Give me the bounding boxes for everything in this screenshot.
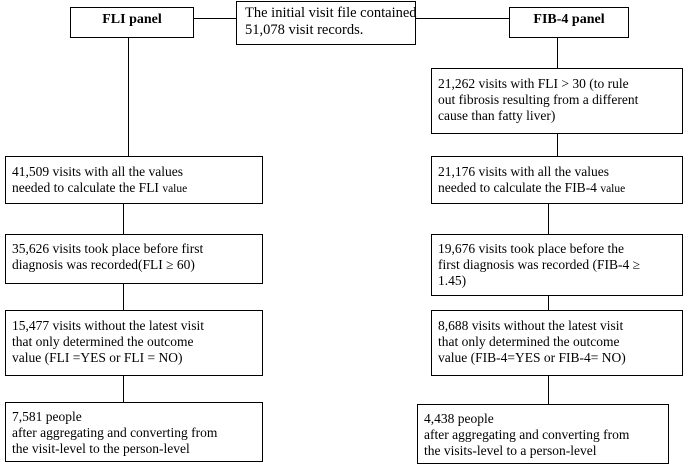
fib4-step-2-line-2: needed to calculate the FIB-4 value — [438, 180, 676, 197]
connector-fli-step1-to-step2 — [123, 204, 124, 234]
fib4-step-4-line-2: that only determined the outcome — [438, 334, 620, 349]
fib4-step-5-line-2: after aggregating and converting from — [424, 427, 630, 442]
fib4-step-3: 19,676 visits took place before the firs… — [431, 234, 683, 296]
root-line-2: 51,078 visit records. — [245, 22, 364, 38]
fib4-step-3-line-1: 19,676 visits took place before the — [438, 241, 624, 256]
root-line-1: The initial visit file contained — [245, 5, 417, 21]
connector-fib4-step4-to-step5 — [548, 376, 549, 404]
connector-fib4-step3-to-step4 — [548, 296, 549, 310]
fib4-step-5: 4,438 people after aggregating and conve… — [417, 404, 669, 464]
fib4-step-5-line-1: 4,438 people — [424, 411, 494, 426]
connector-root-to-fli — [194, 18, 236, 19]
fli-step-3: 15,477 visits without the latest visit t… — [5, 310, 263, 376]
fib4-step-1-line-2: out fibrosis resulting from a different — [438, 92, 639, 107]
fib4-step-5-line-3: the visits-level to a person-level — [424, 443, 597, 458]
fib4-step-3-line-3: 1.45) — [438, 273, 467, 288]
fib4-step-1-line-3: cause than fatty liver) — [438, 108, 556, 123]
connector-fli-step2-to-step3 — [123, 284, 124, 310]
fli-step-1-line-2: needed to calculate the FLI value — [12, 180, 256, 197]
fli-step-1: 41,509 visits with all the values needed… — [5, 156, 263, 204]
fli-panel-title-text: FLI panel — [102, 12, 162, 27]
connector-fli-title-to-step1 — [128, 38, 129, 156]
fib4-step-2-line-2-unit: value — [600, 183, 626, 195]
fib4-step-2-line-1: 21,176 visits with all the values — [438, 164, 609, 179]
fli-step-2-line-2: diagnosis was recorded(FLI ≥ 60) — [12, 257, 195, 272]
fli-step-1-line-1: 41,509 visits with all the values — [12, 164, 183, 179]
fib4-step-2: 21,176 visits with all the values needed… — [431, 156, 683, 204]
connector-fib4-step1-to-step2 — [557, 134, 558, 156]
fli-panel-title: FLI panel — [70, 7, 194, 38]
fli-step-3-line-1: 15,477 visits without the latest visit — [12, 318, 204, 333]
fli-step-4: 7,581 people after aggregating and conve… — [5, 402, 263, 462]
fib4-step-1: 21,262 visits with FLI > 30 (to rule out… — [431, 68, 683, 134]
fib4-step-1-line-1: 21,262 visits with FLI > 30 (to rule — [438, 76, 629, 91]
fib4-step-4-line-3: value (FIB-4=YES or FIB-4= NO) — [438, 350, 626, 365]
fli-step-1-line-2-unit: value — [162, 183, 188, 195]
fli-step-3-line-3: value (FLI =YES or FLI = NO) — [12, 350, 183, 365]
fib4-step-4: 8,688 visits without the latest visit th… — [431, 310, 683, 376]
fib4-panel-title-text: FIB-4 panel — [533, 12, 605, 27]
fli-step-2-line-1: 35,626 visits took place before first — [12, 241, 204, 256]
fli-step-4-line-1: 7,581 people — [12, 409, 82, 424]
fli-step-1-line-2-main: needed to calculate the FLI — [12, 180, 163, 195]
fli-step-2: 35,626 visits took place before first di… — [5, 234, 263, 284]
fli-step-3-line-2: that only determined the outcome — [12, 334, 194, 349]
root-box: The initial visit file contained 51,078 … — [236, 1, 417, 45]
fli-step-4-line-2: after aggregating and converting from — [12, 425, 218, 440]
fib4-step-2-line-2-main: needed to calculate the FIB-4 — [438, 180, 601, 195]
fib4-panel-title: FIB-4 panel — [509, 7, 629, 38]
connector-fli-step3-to-step4 — [123, 376, 124, 402]
fib4-step-3-line-2: first diagnosis was recorded (FIB-4 ≥ — [438, 257, 640, 272]
fib4-step-4-line-1: 8,688 visits without the latest visit — [438, 318, 624, 333]
fli-step-4-line-3: the visit-level to the person-level — [12, 441, 190, 456]
connector-fib4-title-to-step1 — [557, 38, 558, 68]
connector-root-to-fib4 — [416, 18, 509, 19]
connector-fib4-step2-to-step3 — [548, 204, 549, 234]
